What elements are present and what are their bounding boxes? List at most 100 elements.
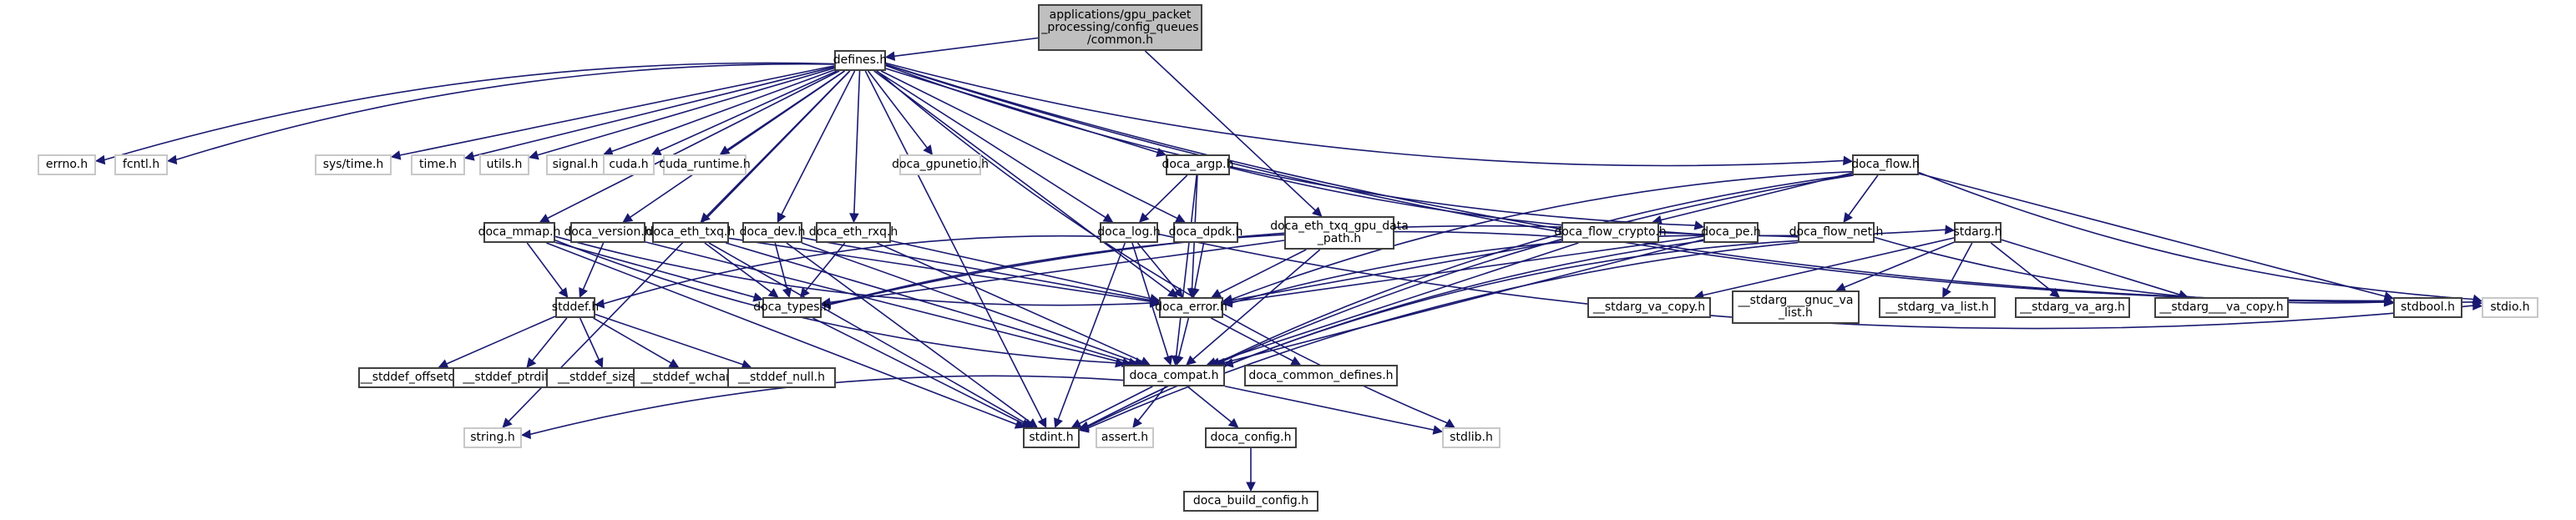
edge-defines-to-doca_eth_rxq xyxy=(853,70,861,215)
node-stdarg-va-copy-h[interactable]: __stdarg_va_copy.h xyxy=(1587,297,1711,318)
arrowhead-defines-to-errno xyxy=(94,154,106,165)
edge-defines-to-stdio xyxy=(885,63,2474,304)
node-doca-log-h[interactable]: doca_log.h xyxy=(1097,222,1161,243)
edge-doca_argp-to-doca_compat xyxy=(1175,174,1197,357)
edge-defines-to-systime xyxy=(399,65,835,156)
node-stdarg-gnuc-va-list-h[interactable]: __stdarg___gnuc_va _list.h xyxy=(1732,290,1860,324)
edge-doca_log-to-doca_compat xyxy=(1131,242,1169,357)
arrowhead-root-to-doca_eth_txq_gpu xyxy=(1312,206,1323,217)
arrowhead-defines-to-doca_log xyxy=(1102,213,1114,223)
edge-stdarg-to-stdarg__va_copy xyxy=(2001,239,2180,295)
edge-root-to-doca_eth_txq_gpu xyxy=(1144,50,1316,211)
edge-doca_types-to-stdint xyxy=(812,317,1024,425)
edge-doca_compat-to-stdlib xyxy=(1224,385,1435,431)
node-doca-config-h[interactable]: doca_config.h xyxy=(1205,427,1297,448)
edge-doca_dev-to-stdint xyxy=(786,242,1031,423)
arrowhead-defines-to-cuda_runtime xyxy=(719,145,731,155)
arrowhead-doca_eth_txq_gpu-to-doca_compat xyxy=(1186,355,1197,366)
node-doca-argp-h[interactable]: doca_argp.h xyxy=(1162,154,1233,175)
arrowhead-defines-to-doca_pe xyxy=(1693,220,1705,230)
edge-stdarg-to-stdarg_gnuc xyxy=(1844,241,1955,288)
node-defines-h[interactable]: defines.h xyxy=(833,50,887,71)
edge-doca_version-to-stddef xyxy=(582,242,605,290)
node-stddef-null-h[interactable]: __stddef_null.h xyxy=(727,367,836,388)
node-common-h-root: applications/gpu_packet _processing/conf… xyxy=(1038,4,1202,51)
node-doca-eth-txq-gpu-data-path-h[interactable]: doca_eth_txq_gpu_data _path.h xyxy=(1270,216,1409,250)
node-doca-types-h[interactable]: doca_types.h xyxy=(753,297,831,318)
node-doca-flow-net-h[interactable]: doca_flow_net.h xyxy=(1789,222,1883,243)
edge-doca_eth_rxq-to-doca_error xyxy=(890,240,1151,300)
node-stdarg-dunder-va-copy-h[interactable]: __stdarg___va_copy.h xyxy=(2154,297,2289,318)
node-doca-flow-h[interactable]: doca_flow.h xyxy=(1851,154,1920,175)
edge-defines-to-cuda xyxy=(659,70,838,152)
arrowhead-doca_dev-to-stdint xyxy=(1027,418,1038,428)
edge-defines-to-doca_flow xyxy=(885,62,1845,167)
arrowhead-doca_flow-to-doca_flow_net xyxy=(1843,212,1853,223)
node-doca-mmap-h[interactable]: doca_mmap.h xyxy=(478,222,560,243)
edge-doca_flow-to-doca_compat xyxy=(1218,174,1853,363)
node-signal-h[interactable]: signal.h xyxy=(546,154,605,175)
edge-doca_mmap-to-stdint xyxy=(546,242,1017,426)
edge-doca_flow_net-to-stdbool xyxy=(1874,236,2386,304)
node-stdlib-h[interactable]: stdlib.h xyxy=(1442,427,1501,448)
node-doca-gpunetio-h[interactable]: doca_gpunetio.h xyxy=(892,154,989,175)
node-stdbool-h[interactable]: stdbool.h xyxy=(2393,297,2462,318)
edge-defines-to-doca_log xyxy=(876,70,1106,219)
edge-doca_log-to-stddef xyxy=(603,235,1101,305)
arrowhead-defines-to-doca_version xyxy=(622,213,634,223)
node-stdio-h[interactable]: stdio.h xyxy=(2482,297,2538,318)
arrowhead-doca_flow_net-to-stdint xyxy=(1078,423,1090,433)
node-doca-eth-rxq-h[interactable]: doca_eth_rxq.h xyxy=(809,222,898,243)
arrowhead-doca_compat-to-stdlib xyxy=(1432,425,1444,435)
node-doca-dev-h[interactable]: doca_dev.h xyxy=(740,222,805,243)
node-doca-pe-h[interactable]: doca_pe.h xyxy=(1701,222,1761,243)
node-doca-dpdk-h[interactable]: doca_dpdk.h xyxy=(1169,222,1242,243)
edge-doca_flow-to-stdbool xyxy=(1918,173,2386,297)
node-sys-time-h[interactable]: sys/time.h xyxy=(315,154,392,175)
edge-defines-to-doca_dev xyxy=(781,70,856,215)
arrowhead-root-to-defines xyxy=(884,51,896,62)
edge-stdarg-to-stdarg_va_arg xyxy=(1990,242,2053,293)
arrowhead-doca_flow_net-to-doca_compat xyxy=(1223,358,1234,368)
node-doca-flow-crypto-h[interactable]: doca_flow_crypto.h xyxy=(1554,222,1667,243)
node-doca-build-config-h[interactable]: doca_build_config.h xyxy=(1183,491,1318,512)
node-stdarg-va-list-h[interactable]: __stdarg_va_list.h xyxy=(1879,297,1996,318)
edge-doca_eth_txq_gpu-to-doca_types xyxy=(829,240,1285,304)
arrowhead-stddef-to-stddef_size xyxy=(594,357,604,369)
node-cuda-runtime-h[interactable]: cuda_runtime.h xyxy=(659,154,751,175)
arrowhead-defines-to-doca_flow xyxy=(1842,155,1854,166)
node-cuda-h[interactable]: cuda.h xyxy=(603,154,655,175)
arrowhead-doca_dev-to-doca_types xyxy=(782,287,792,299)
arrowhead-stddef-to-stddef_wchar xyxy=(668,358,680,368)
node-stdint-h[interactable]: stdint.h xyxy=(1023,427,1080,448)
edge-defines-to-signal xyxy=(611,69,835,153)
arrowhead-defines-to-time xyxy=(463,151,475,161)
node-string-h[interactable]: string.h xyxy=(463,427,522,448)
arrowhead-defines-to-stdlib xyxy=(1444,418,1455,428)
arrowhead-doca_dpdk-to-doca_error xyxy=(1190,287,1200,299)
node-doca-eth-txq-h[interactable]: doca_eth_txq.h xyxy=(646,222,735,243)
node-doca-compat-h[interactable]: doca_compat.h xyxy=(1123,365,1225,386)
node-doca-error-h[interactable]: doca_error.h xyxy=(1155,297,1227,318)
node-utils-h[interactable]: utils.h xyxy=(479,154,529,175)
edge-doca_eth_txq_gpu-to-doca_error xyxy=(1218,249,1307,295)
edge-doca_flow_net-to-doca_compat xyxy=(1232,240,1799,364)
node-stdarg-h[interactable]: stdarg.h xyxy=(1954,222,2002,243)
edge-doca_version-to-doca_compat xyxy=(645,241,1124,364)
node-fcntl-h[interactable]: fcntl.h xyxy=(114,154,168,175)
edge-doca_error-to-doca_common_defines xyxy=(1210,317,1293,362)
node-doca-common-defines-h[interactable]: doca_common_defines.h xyxy=(1244,365,1398,386)
node-errno-h[interactable]: errno.h xyxy=(38,154,96,175)
arrowhead-doca_compat-to-string xyxy=(520,429,531,440)
node-stdarg-va-arg-h[interactable]: __stdarg_va_arg.h xyxy=(2015,297,2130,318)
node-time-h[interactable]: time.h xyxy=(411,154,465,175)
edge-root-to-defines xyxy=(893,37,1039,58)
arrowhead-doca_log-to-doca_compat xyxy=(1163,355,1173,366)
edge-defines-to-doca_mmap xyxy=(547,70,840,220)
arrowhead-doca_error-to-doca_compat xyxy=(1174,355,1184,366)
node-doca-version-h[interactable]: doca_version.h xyxy=(564,222,652,243)
arrowhead-doca_version-to-stddef xyxy=(579,287,588,299)
node-assert-h[interactable]: assert.h xyxy=(1096,427,1154,448)
edge-stddef-to-stddef_ptrdiff xyxy=(531,317,568,361)
node-stddef-h[interactable]: stddef.h xyxy=(552,297,599,318)
